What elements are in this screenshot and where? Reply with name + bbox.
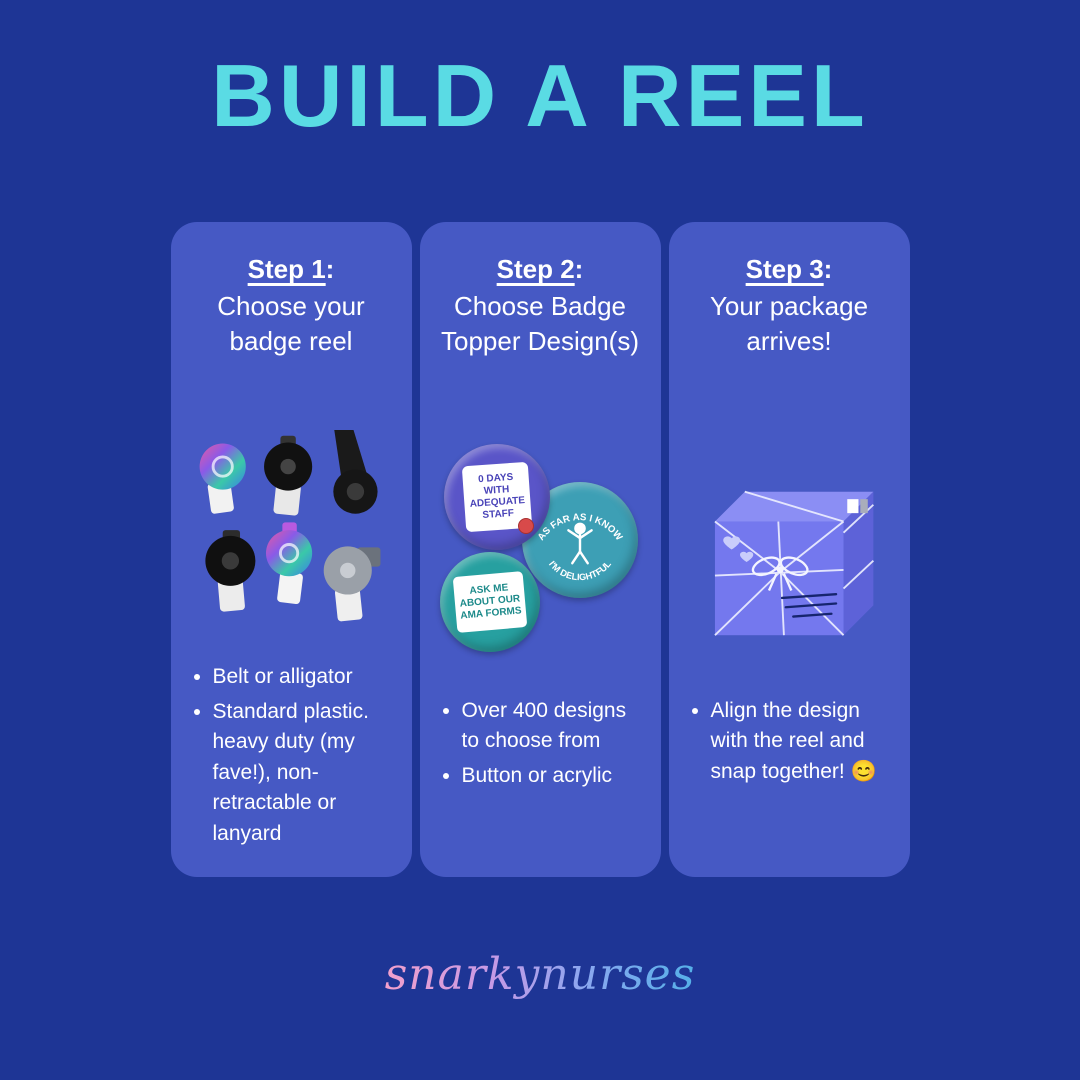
step-3-card: Step 3: Your package arrives! (668, 222, 910, 877)
black-reel2-icon (205, 530, 256, 612)
step-1-label: Step 1 (247, 254, 326, 284)
step-1-card: Step 1: Choose your badge reel (170, 222, 412, 877)
step-2-bullets: Over 400 designs to choose from Button o… (438, 696, 643, 795)
step-3-heading: Step 3: Your package arrives! (687, 252, 892, 430)
box-right-face (843, 491, 873, 636)
gray-reel-icon (323, 546, 381, 622)
step-2-title-line: Step 2: (438, 252, 643, 287)
delightful-bottom-text: I'M DELIGHTFUL (546, 559, 612, 583)
step-2-card: Step 2: Choose Badge Topper Design(s) 0 … (419, 222, 661, 877)
step-3-subtitle: Your package arrives! (709, 291, 869, 357)
badge-ama-button: ASK ME ABOUT OUR AMA FORMS (439, 552, 540, 652)
bullet-item: Button or acrylic (462, 761, 643, 791)
badge-ama-sign: ASK ME ABOUT OUR AMA FORMS (452, 571, 527, 633)
bullet-item: Align the design with the reel and snap … (711, 696, 892, 787)
step-1-colon: : (325, 254, 335, 284)
brand-signature: snarkynurses (384, 949, 696, 1000)
step-2-subtitle: Choose Badge Topper Design(s) (441, 291, 639, 357)
shipping-label-icon (846, 499, 868, 514)
badge-staff-button: 0 DAYS WITH ADEQUATE STAFF (443, 444, 550, 550)
hearts-icon (722, 536, 753, 562)
step-3-bullets: Align the design with the reel and snap … (687, 696, 892, 791)
package-image (687, 430, 892, 682)
step-3-title-line: Step 3: (687, 252, 892, 287)
package-illustration (713, 490, 874, 636)
black-reel-icon (264, 436, 313, 516)
address-lines (780, 593, 837, 618)
badge-reels-image (189, 416, 394, 648)
step-1-bullets: Belt or alligator Standard plastic. heav… (189, 662, 394, 853)
bullet-item: Standard plastic. heavy duty (my fave!),… (213, 697, 394, 849)
bullet-item: Belt or alligator (213, 662, 394, 692)
step-2-colon: : (574, 254, 584, 284)
step-3-label: Step 3 (745, 254, 824, 284)
step-1-subtitle: Choose your badge reel (217, 291, 365, 357)
bullet-item: Over 400 designs to choose from (462, 696, 643, 757)
page-title: BUILD A REEL (211, 46, 869, 145)
steps-row: Step 1: Choose your badge reel (170, 222, 910, 877)
bow-icon (751, 556, 809, 591)
rainbow-reel-icon (199, 443, 246, 514)
step-2-label: Step 2 (496, 254, 575, 284)
badge-toppers-cluster: 0 DAYS WITH ADEQUATE STAFF AS FAR AS I K… (438, 430, 643, 682)
lanyard-reel-icon (333, 430, 378, 514)
step-3-colon: : (823, 254, 833, 284)
angry-tomato-icon (517, 518, 534, 534)
delightful-badge-art: AS FAR AS I KNOW (535, 512, 624, 583)
skeleton-icon (566, 522, 593, 565)
step-1-heading: Step 1: Choose your badge reel (189, 252, 394, 416)
rainbow-reel2-icon (265, 522, 313, 605)
step-1-title-line: Step 1: (189, 252, 394, 287)
badge-toppers-image: 0 DAYS WITH ADEQUATE STAFF AS FAR AS I K… (438, 430, 643, 682)
badge-reels-illustration (199, 430, 381, 622)
step-2-heading: Step 2: Choose Badge Topper Design(s) (438, 252, 643, 430)
